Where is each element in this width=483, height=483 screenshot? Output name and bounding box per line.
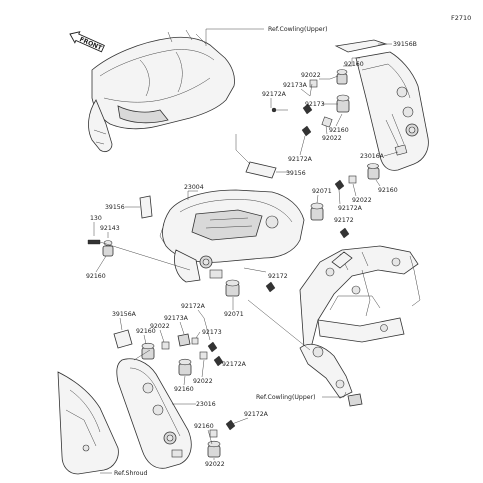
shroud bbox=[57, 371, 119, 475]
label-92022-c: 92022 bbox=[352, 197, 372, 204]
label-39156-b: 39156 bbox=[105, 204, 125, 211]
label-92173-a: 92173 bbox=[305, 101, 325, 108]
grommet-top-92071-b bbox=[225, 279, 240, 287]
label-92071-b: 92071 bbox=[224, 311, 244, 318]
label-92022-d: 92022 bbox=[150, 323, 170, 330]
label-92173-b: 92173 bbox=[202, 329, 222, 336]
grommet-92160-d bbox=[102, 245, 114, 257]
label-92172A-d: 92172A bbox=[181, 303, 206, 310]
pad-39156-b bbox=[139, 195, 153, 219]
left-lamp-assembly bbox=[116, 358, 192, 469]
bolt-130 bbox=[87, 239, 101, 245]
front-stay-frame bbox=[299, 245, 421, 407]
label-92160-b: 92160 bbox=[329, 127, 349, 134]
label-92071-a: 92071 bbox=[312, 188, 332, 195]
pad-39156B bbox=[334, 39, 388, 53]
pad-39156A bbox=[113, 329, 133, 349]
grommet-top-92071-a bbox=[310, 202, 324, 210]
right-side-hardware bbox=[334, 163, 380, 191]
label-92143: 92143 bbox=[100, 225, 120, 232]
ref-cowling-upper-bottom: Ref.Cowling(Upper) bbox=[256, 394, 316, 401]
upper-cowling bbox=[88, 29, 235, 152]
collar-92143 bbox=[103, 240, 113, 246]
label-92172A-c: 92172A bbox=[338, 205, 363, 212]
label-39156A: 39156A bbox=[112, 311, 137, 318]
label-130: 130 bbox=[90, 215, 102, 222]
label-92160-f: 92160 bbox=[174, 386, 194, 393]
bolt-92172-b bbox=[265, 281, 276, 293]
pad-39156-a bbox=[245, 161, 277, 179]
label-39156B: 39156B bbox=[393, 41, 417, 48]
front-label: FRONT bbox=[78, 36, 103, 52]
figure-code: F2710 bbox=[451, 14, 471, 22]
bolt-92172-a bbox=[339, 227, 350, 239]
label-92160-c: 92160 bbox=[378, 187, 398, 194]
ref-cowling-upper-top: Ref.Cowling(Upper) bbox=[268, 26, 328, 33]
label-92160-g: 92160 bbox=[194, 423, 214, 430]
ref-shroud: Ref.Shroud bbox=[114, 470, 147, 477]
right-lamp-assembly bbox=[355, 51, 429, 171]
label-92022-e: 92022 bbox=[193, 378, 213, 385]
label-92160-d: 92160 bbox=[86, 273, 106, 280]
label-92172A-f: 92172A bbox=[244, 411, 269, 418]
label-92022-f: 92022 bbox=[205, 461, 225, 468]
label-92022-b: 92022 bbox=[322, 135, 342, 142]
lower-left-hardware bbox=[141, 333, 224, 376]
upper-right-hardware bbox=[271, 69, 350, 137]
label-23004: 23004 bbox=[184, 184, 204, 191]
lower-hardware bbox=[207, 419, 236, 458]
label-92173A-a: 92173A bbox=[283, 82, 308, 89]
grommet-92071-a bbox=[310, 207, 324, 221]
label-92022-a: 92022 bbox=[301, 72, 321, 79]
label-92172A-e: 92172A bbox=[222, 361, 247, 368]
label-92172A-b: 92172A bbox=[288, 156, 313, 163]
label-23016: 23016 bbox=[196, 401, 216, 408]
label-23016A: 23016A bbox=[360, 153, 385, 160]
label-92172-b: 92172 bbox=[268, 273, 288, 280]
label-92160-e: 92160 bbox=[136, 328, 156, 335]
label-39156-a: 39156 bbox=[286, 170, 306, 177]
label-92172-a: 92172 bbox=[334, 217, 354, 224]
front-arrow-icon: FRONT bbox=[69, 31, 105, 53]
headlight-assembly bbox=[159, 189, 305, 283]
label-92160-a: 92160 bbox=[344, 61, 364, 68]
label-92173A-b: 92173A bbox=[164, 315, 189, 322]
label-92172A-a: 92172A bbox=[262, 91, 287, 98]
